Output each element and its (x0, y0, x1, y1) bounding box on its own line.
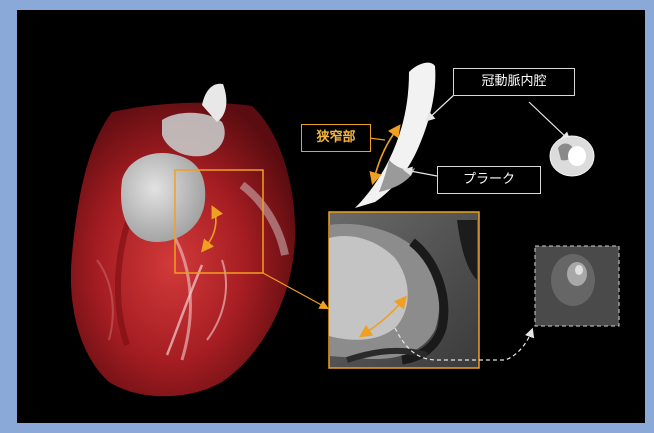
stenosis-label: 狭窄部 (301, 124, 371, 152)
ct-small-crop-image (535, 246, 619, 326)
plaque-label: プラーク (437, 166, 541, 194)
coronary-lumen-label: 冠動脈内腔 (453, 68, 575, 96)
figure-panel: 冠動脈内腔 狭窄部 プラーク (17, 10, 645, 423)
cross-section-pointer-arrow (529, 102, 569, 140)
heart-3d-render-image (71, 84, 295, 397)
ct-zoom-image (329, 212, 479, 368)
stenosis-pointer-line (369, 138, 385, 140)
vessel-cross-section-icon (550, 136, 594, 176)
